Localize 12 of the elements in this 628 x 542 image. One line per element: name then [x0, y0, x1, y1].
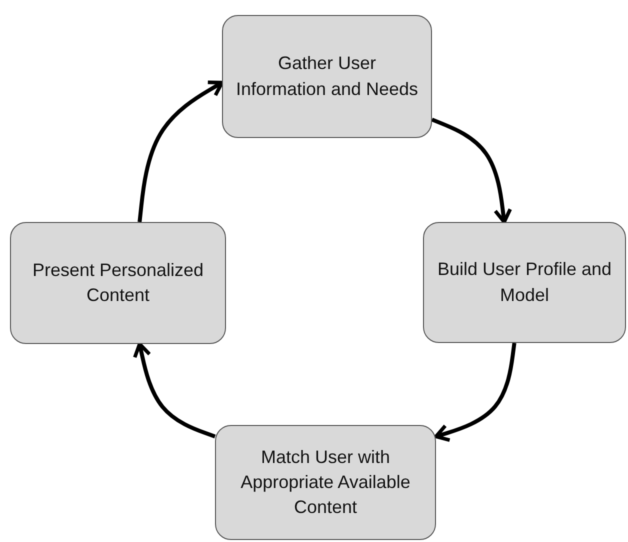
process-box: [423, 222, 626, 343]
node-label: Build User Profile and Model: [436, 258, 613, 306]
process-box: [215, 425, 436, 540]
node-label: Gather User Information and Needs: [234, 52, 420, 100]
process-box: [10, 222, 226, 344]
curved-arrow: [434, 342, 516, 442]
curved-arrow: [133, 342, 216, 438]
curved-arrow: [431, 118, 512, 224]
node-label: Present Personalized Content: [31, 258, 205, 307]
node-label: Match User with Appropriate Available Content: [240, 446, 412, 520]
process-box: [222, 15, 432, 138]
curved-arrow: [138, 80, 224, 222]
